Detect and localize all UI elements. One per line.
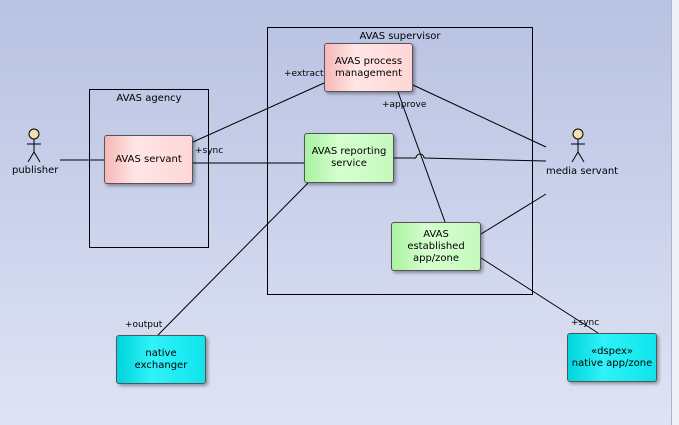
established-node[interactable]: AVAS established app/zone [391, 222, 481, 271]
established-label: AVAS established app/zone [407, 228, 465, 264]
vertical-scrollbar[interactable] [671, 0, 679, 425]
reporting-service-node[interactable]: AVAS reporting service [304, 133, 394, 183]
sync-native-role-label: +sync [571, 318, 600, 328]
native-app-stereotype: «dspex» [590, 345, 634, 357]
native-app-node[interactable]: «dspex» native app/zone [567, 333, 657, 382]
connector-servant-process [192, 82, 325, 143]
native-app-label: native app/zone [571, 357, 653, 369]
publisher-actor-icon[interactable] [24, 128, 44, 164]
process-management-node[interactable]: AVAS process management [324, 43, 413, 92]
sync-servant-role-label: +sync [195, 146, 224, 156]
connector-reporting-media-end [423, 157, 547, 162]
connector-established-native [480, 257, 599, 334]
connector-process-established [397, 91, 446, 223]
connector-established-media [480, 193, 547, 235]
publisher-label: publisher [12, 165, 59, 176]
approve-role-label: +approve [382, 100, 427, 110]
agency-frame-title: AVAS agency [116, 93, 182, 104]
native-exchanger-label: native exchanger [134, 347, 188, 371]
servant-node[interactable]: AVAS servant [104, 135, 193, 184]
supervisor-frame-title: AVAS supervisor [359, 31, 441, 42]
media-servant-actor-icon[interactable] [568, 128, 588, 164]
reporting-service-label: AVAS reporting service [311, 146, 387, 169]
process-management-label: AVAS process management [334, 55, 403, 79]
agency-frame: AVAS agency [89, 89, 209, 248]
servant-label: AVAS servant [115, 153, 182, 165]
connector-reporting-exchanger [157, 182, 309, 336]
connector-process-media [412, 84, 547, 148]
supervisor-frame: AVAS supervisor [267, 27, 533, 295]
extract-role-label: +extract [284, 69, 324, 79]
output-role-label: +output [125, 320, 163, 330]
media-servant-label: media servant [546, 166, 619, 177]
native-exchanger-node[interactable]: native exchanger [116, 335, 206, 384]
